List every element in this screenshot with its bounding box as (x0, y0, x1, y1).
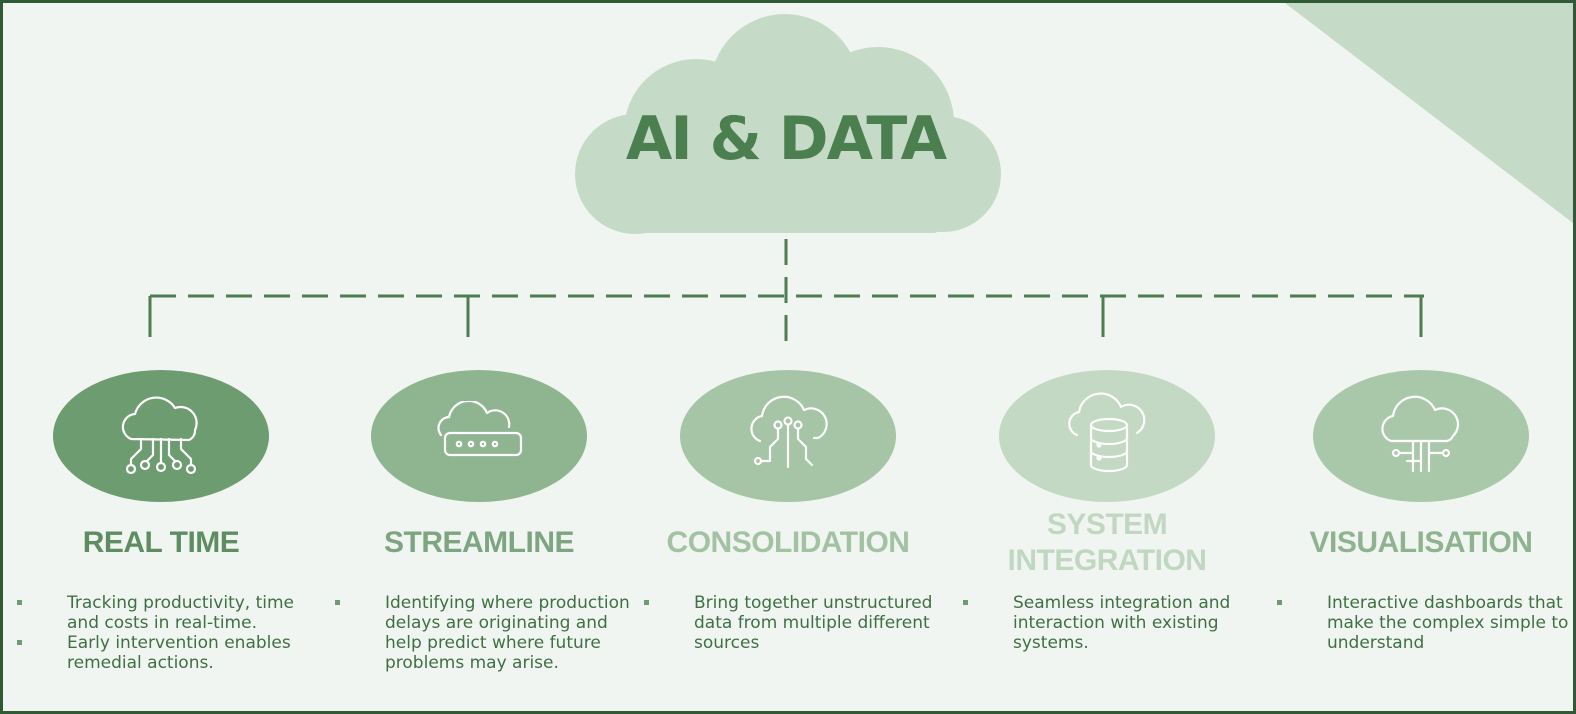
connector-lines (148, 201, 1424, 346)
node-title: STREAMLINE (321, 525, 637, 561)
bullet-list: Tracking productivity, time and costs in… (17, 593, 317, 673)
bullet-square-icon (335, 600, 340, 605)
node-title-line: REAL TIME (82, 526, 240, 559)
bullet-square-icon (17, 600, 22, 605)
cloud-server-icon (437, 401, 523, 457)
node-ellipse (53, 370, 269, 502)
bullet-list: Seamless integration and interaction wit… (963, 593, 1263, 653)
node-ellipse (371, 370, 587, 502)
bullet-list: Bring together unstructured data from mu… (644, 593, 944, 653)
bullet-item: Tracking productivity, time and costs in… (17, 593, 317, 633)
node-title-line: INTEGRATION (1007, 544, 1207, 577)
cloud-circuit-icon (121, 396, 198, 475)
bullet-item: Seamless integration and interaction wit… (963, 593, 1263, 653)
bullet-item: Early intervention enables remedial acti… (17, 633, 317, 673)
node-ellipse (999, 370, 1215, 502)
node-title-line: CONSOLIDATION (666, 526, 910, 559)
bullet-list: Interactive dashboards that make the com… (1277, 593, 1573, 653)
node-ellipse (680, 370, 896, 502)
bullet-item: Interactive dashboards that make the com… (1277, 593, 1573, 653)
node-title-line: VISUALISATION (1309, 526, 1533, 559)
bullet-square-icon (17, 640, 22, 645)
bullet-item: Bring together unstructured data from mu… (644, 593, 944, 653)
node-ellipse (1313, 370, 1529, 502)
node-title: SYSTEM INTEGRATION (949, 507, 1265, 579)
bullet-square-icon (963, 600, 968, 605)
bullet-square-icon (644, 600, 649, 605)
hub-cloud (575, 14, 1001, 234)
hub-title: AI & DATA (625, 104, 947, 174)
node-title: VISUALISATION (1263, 525, 1573, 561)
cloud-network-icon (750, 395, 828, 469)
cloud-connect-icon (1381, 395, 1460, 473)
bullet-list: Identifying where production delays are … (335, 593, 635, 673)
node-title: CONSOLIDATION (630, 525, 946, 561)
node-title-line: STREAMLINE (384, 526, 575, 559)
node-title: REAL TIME (3, 525, 319, 561)
corner-triangle-decoration (1285, 3, 1573, 223)
bullet-square-icon (1277, 600, 1282, 605)
bullet-item: Identifying where production delays are … (335, 593, 635, 673)
node-title-line: SYSTEM (1046, 508, 1168, 541)
cloud-database-icon (1068, 392, 1146, 473)
